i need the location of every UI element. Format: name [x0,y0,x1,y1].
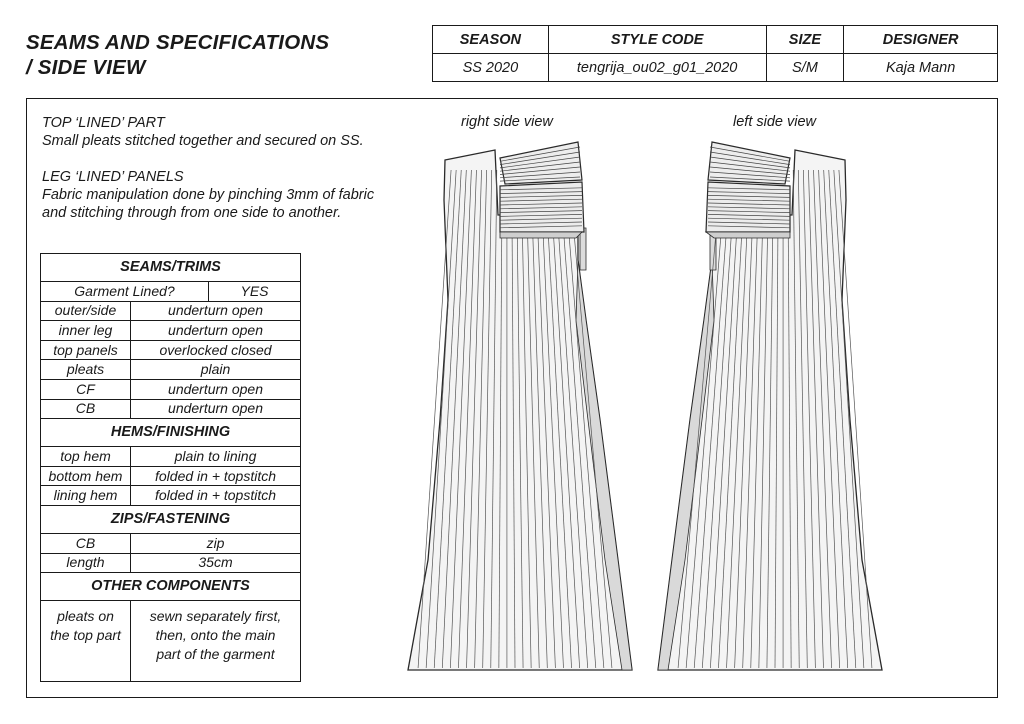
seam-value: underturn open [129,320,302,341]
left-side-view-garment [657,141,883,671]
hems-finishing-heading: HEMS/FINISHING [39,418,302,448]
style-code-value: tengrija_ou02_g01_2020 [547,53,767,82]
construction-notes: TOP ‘LINED’ PART Small pleats stitched t… [42,114,374,240]
designer-label: DESIGNER [843,25,998,54]
other-value-line-2: then, onto the main [155,627,276,644]
top-pleated-panel [499,141,585,239]
zip-value: zip [129,532,302,554]
seam-key: inner leg [40,320,131,341]
title-line-1: SEAMS AND SPECIFICATIONS [26,31,330,54]
content-frame [26,98,998,698]
garment-lined-value: YES [207,281,302,302]
hem-key: bottom hem [40,465,131,487]
other-components-heading: OTHER COMPONENTS [39,572,302,602]
hem-value: folded in + topstitch [129,465,302,487]
title-line-2: / SIDE VIEW [26,56,146,79]
leg-panels-text-2: and stitching through from one side to a… [42,205,342,221]
seam-key: CB [40,398,131,420]
season-value: SS 2020 [432,53,549,82]
table-row: pleats on the top part sewn separately f… [40,600,302,683]
top-part-text: Small pleats stitched together and secur… [42,133,364,149]
leg-panels-text-1: Fabric manipulation done by pinching 3mm… [42,187,375,203]
season-label: SEASON [432,25,549,54]
garment-body [657,149,883,671]
right-view-label: right side view [461,114,553,130]
size-value: S/M [765,53,845,82]
zip-key: length [40,552,131,574]
spec-table: SEAMS/TRIMS Garment Lined? YES outer/sid… [39,253,302,683]
style-code-label: STYLE CODE [547,25,767,54]
seams-trims-heading: SEAMS/TRIMS [39,253,302,282]
hem-key: lining hem [40,485,131,506]
left-view-label: left side view [733,114,817,130]
other-key: pleats on the top part [40,600,131,683]
header-table: SEASON STYLE CODE SIZE DESIGNER SS 2020 … [432,25,998,82]
garment-lined-label: Garment Lined? [40,281,209,302]
other-value-line-3: part of the garment [156,646,275,663]
seam-key: pleats [40,359,131,380]
hem-key: top hem [40,446,131,467]
top-pleated-panel [704,141,791,239]
seam-key: outer/side [40,300,131,322]
designer-value: Kaja Mann [843,53,998,82]
leg-panels-title: LEG ‘LINED’ PANELS [42,169,184,185]
seam-value: overlocked closed [129,339,302,361]
seam-value: underturn open [129,398,302,420]
hem-value: folded in + topstitch [129,485,302,506]
zip-key: CB [40,532,131,554]
right-side-view-garment [407,141,633,671]
other-key-line-2: the top part [50,627,121,644]
zip-value: 35cm [129,552,302,574]
seam-value: underturn open [129,378,302,400]
seam-key: CF [40,378,131,400]
seam-key: top panels [40,339,131,361]
seam-value: plain [129,359,302,380]
page-title: SEAMS AND SPECIFICATIONS / SIDE VIEW [26,30,329,80]
size-label: SIZE [765,25,845,54]
seam-value: underturn open [129,300,302,322]
other-key-line-1: pleats on [57,608,114,625]
top-part-title: TOP ‘LINED’ PART [42,115,165,131]
other-value-line-1: sewn separately first, [149,608,282,625]
garment-body [407,149,633,671]
other-value: sewn separately first, then, onto the ma… [129,600,302,683]
zips-fastening-heading: ZIPS/FASTENING [39,504,302,534]
hem-value: plain to lining [129,446,302,467]
